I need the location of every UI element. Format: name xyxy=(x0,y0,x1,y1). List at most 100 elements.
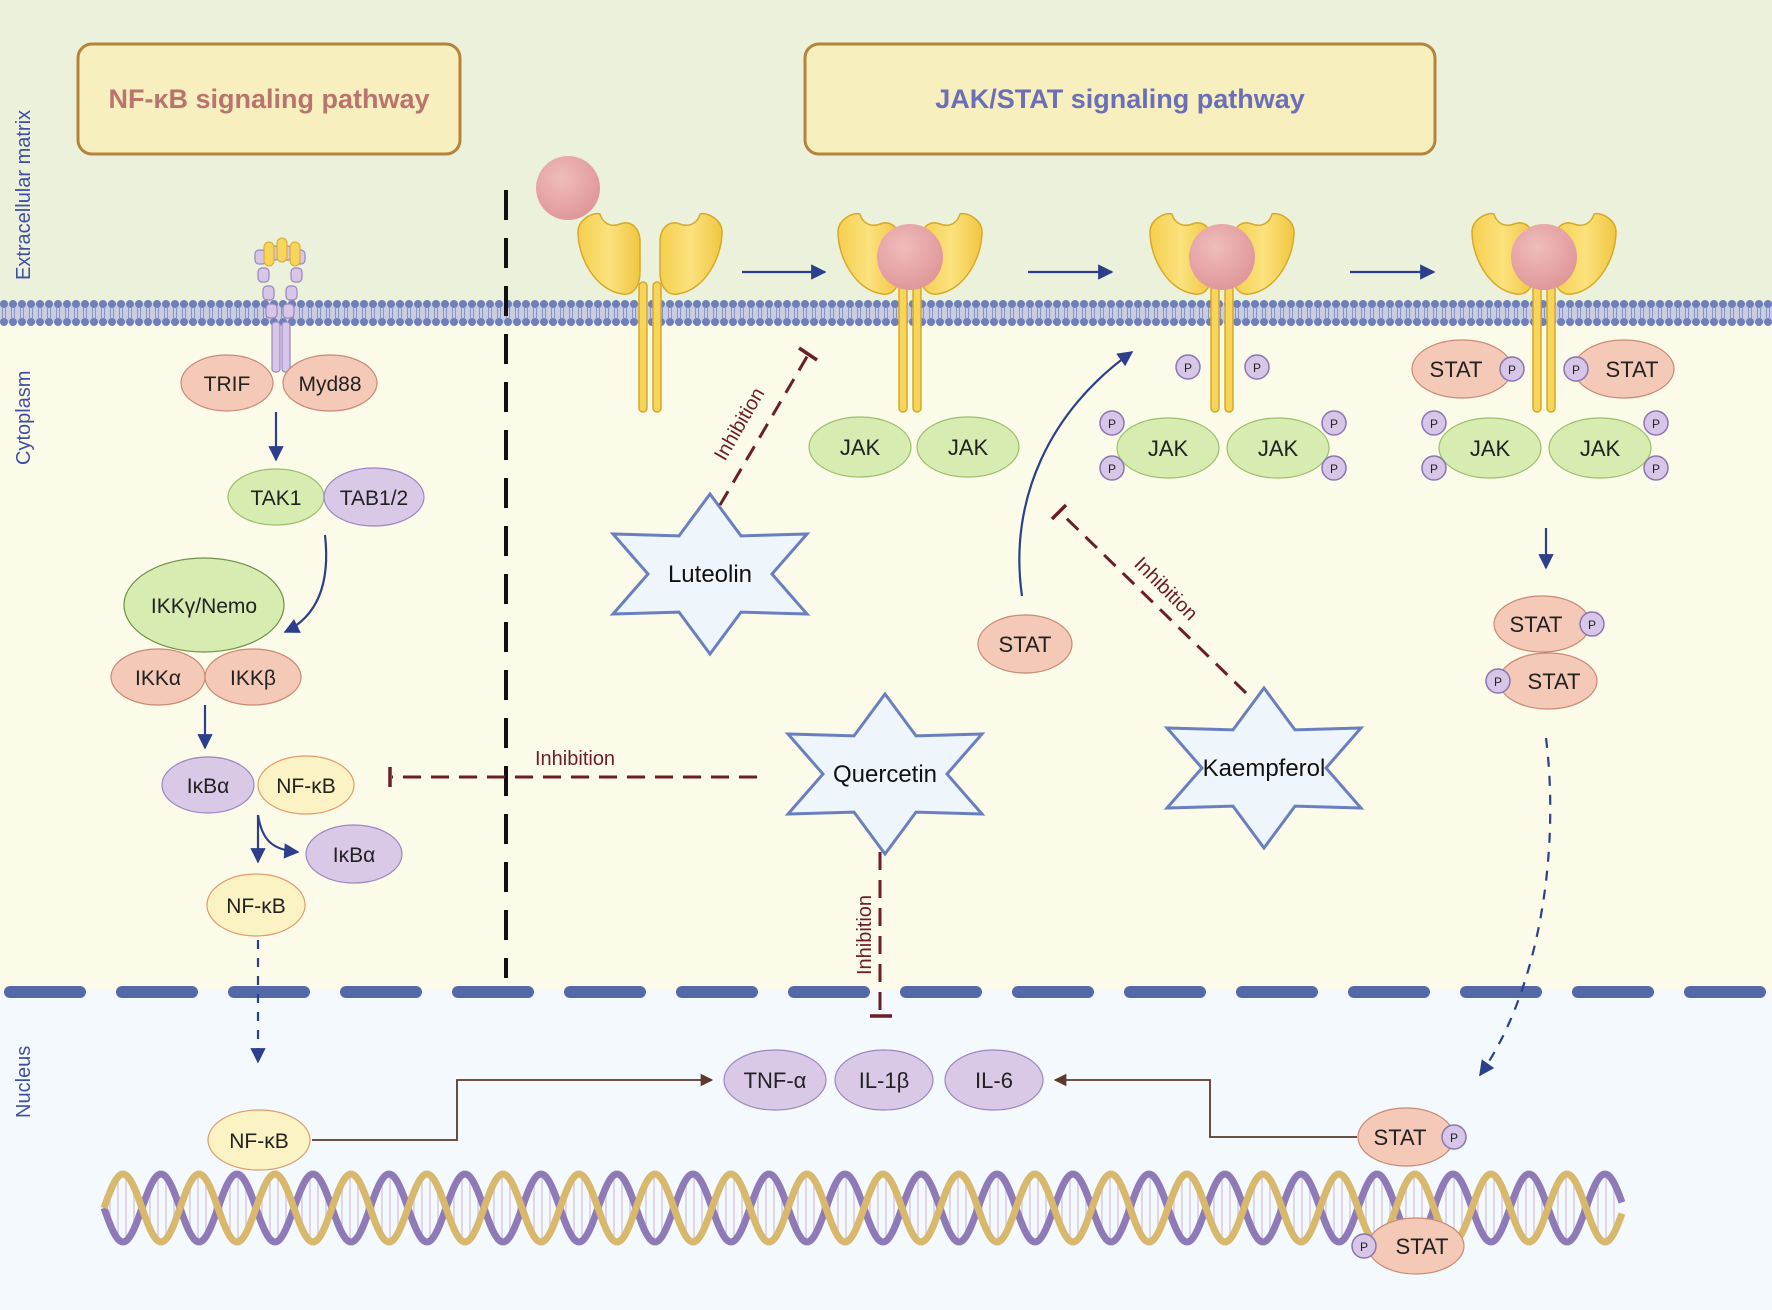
ligand-bound-2 xyxy=(1189,224,1255,290)
svg-text:P: P xyxy=(1108,462,1116,476)
svg-text:NF-κB: NF-κB xyxy=(229,1130,289,1153)
node-nfkb-complex: NF-κB xyxy=(257,755,355,815)
arrow-tab-ikk xyxy=(283,534,328,633)
compound-quercetin: Quercetin xyxy=(784,691,986,857)
inhibition-quercetin-nucleus: Inhibition xyxy=(854,852,892,1018)
svg-text:JAK: JAK xyxy=(1580,436,1621,461)
region-label-nucleus: Nucleus xyxy=(13,1046,35,1118)
svg-text:P: P xyxy=(1184,361,1192,375)
svg-text:P: P xyxy=(1494,675,1502,689)
svg-text:P: P xyxy=(1330,417,1338,431)
svg-text:P: P xyxy=(1508,363,1516,377)
svg-text:TAK1: TAK1 xyxy=(251,487,302,510)
svg-text:NF-κB: NF-κB xyxy=(226,895,286,918)
arrow-stat-recruit xyxy=(1018,351,1134,597)
svg-text:TNF-α: TNF-α xyxy=(744,1068,807,1093)
cytokine-il1b: IL-1β xyxy=(834,1049,934,1111)
svg-text:IKKγ/Nemo: IKKγ/Nemo xyxy=(151,595,257,618)
cytokine-tnf: TNF-α xyxy=(723,1049,827,1111)
stat-stage3-right: STAT xyxy=(1573,339,1675,399)
region-label-cytoplasm: Cytoplasm xyxy=(13,371,35,465)
svg-text:Luteolin: Luteolin xyxy=(668,561,752,588)
jak-stage1-left: JAK xyxy=(808,416,912,478)
svg-text:STAT: STAT xyxy=(999,632,1052,657)
ligand-bound-3 xyxy=(1511,224,1577,290)
node-ikkb: IKKβ xyxy=(204,648,302,706)
svg-text:IκBα: IκBα xyxy=(187,775,229,798)
svg-text:P: P xyxy=(1108,417,1116,431)
stat-stage3-left: STAT xyxy=(1411,339,1513,399)
node-nfkb-free: NF-κB xyxy=(206,873,306,937)
svg-text:Inhibition: Inhibition xyxy=(854,895,876,975)
node-ikkg-nemo: IKKγ/Nemo xyxy=(123,557,285,653)
svg-text:P: P xyxy=(1588,618,1596,632)
svg-text:IL-6: IL-6 xyxy=(975,1068,1013,1093)
svg-text:STAT: STAT xyxy=(1528,669,1581,694)
cytokine-il6: IL-6 xyxy=(944,1049,1044,1111)
svg-text:JAK: JAK xyxy=(948,435,989,460)
svg-text:P: P xyxy=(1430,417,1438,431)
svg-text:STAT: STAT xyxy=(1374,1125,1427,1150)
ligand-bound-1 xyxy=(877,224,943,290)
svg-text:IκBα: IκBα xyxy=(333,844,375,867)
svg-text:JAK: JAK xyxy=(840,435,881,460)
node-nfkb-nuclear: NF-κB xyxy=(207,1109,311,1171)
title-box-nfkb: NF-κB signaling pathway xyxy=(76,42,462,156)
svg-text:STAT: STAT xyxy=(1606,357,1659,382)
svg-text:JAK: JAK xyxy=(1258,436,1299,461)
phospho-group-stage2: P P P P P P xyxy=(1099,354,1347,481)
arrow-stat-translocation xyxy=(1479,737,1552,1077)
arrow-ikba-release xyxy=(256,814,300,859)
jak-stage2-right: JAK xyxy=(1226,417,1330,479)
svg-text:IL-1β: IL-1β xyxy=(859,1068,910,1093)
svg-text:P: P xyxy=(1253,361,1261,375)
phospho-group-stage3: P P P P P P xyxy=(1421,356,1669,481)
node-trif: TRIF xyxy=(180,354,274,412)
svg-text:P: P xyxy=(1572,363,1580,377)
stat-nuclear: STAT P xyxy=(1357,1107,1467,1167)
region-label-extracellular: Extracellular matrix xyxy=(13,110,35,280)
title-jakstat: JAK/STAT signaling pathway xyxy=(935,84,1305,114)
arrow-nfkb-transcription xyxy=(312,1073,714,1141)
stat-dna-bound: STAT P xyxy=(1351,1217,1465,1275)
node-tab12: TAB1/2 xyxy=(323,467,425,527)
node-myd88: Myd88 xyxy=(282,354,378,412)
svg-text:NF-κB: NF-κB xyxy=(276,775,336,798)
jak-stage3-right: JAK xyxy=(1548,417,1652,479)
stat-free: STAT xyxy=(977,614,1073,674)
svg-text:IKKα: IKKα xyxy=(135,667,181,690)
stat-dimer-bottom: STAT P xyxy=(1485,652,1598,710)
stat-dimer-top: STAT P xyxy=(1493,595,1605,653)
node-ikka: IKKα xyxy=(110,648,206,706)
arrow-stat-transcription xyxy=(1053,1073,1357,1138)
jak-stage1-right: JAK xyxy=(916,416,1020,478)
svg-text:P: P xyxy=(1360,1240,1368,1254)
svg-text:JAK: JAK xyxy=(1148,436,1189,461)
svg-text:P: P xyxy=(1330,462,1338,476)
svg-text:Kaempferol: Kaempferol xyxy=(1203,755,1326,782)
svg-text:Inhibition: Inhibition xyxy=(535,748,615,770)
ligand-free xyxy=(536,156,600,220)
tlr-receptor xyxy=(254,237,306,373)
svg-text:P: P xyxy=(1430,462,1438,476)
svg-text:JAK: JAK xyxy=(1470,436,1511,461)
svg-text:P: P xyxy=(1450,1131,1458,1145)
svg-text:Quercetin: Quercetin xyxy=(833,761,937,788)
inhibition-quercetin-nfkb: Inhibition xyxy=(388,748,757,787)
svg-text:STAT: STAT xyxy=(1396,1234,1449,1259)
title-nfkb: NF-κB signaling pathway xyxy=(108,84,429,114)
node-tak1: TAK1 xyxy=(227,468,325,526)
svg-text:Myd88: Myd88 xyxy=(298,373,361,396)
compound-luteolin: Luteolin xyxy=(609,491,811,657)
title-box-jakstat: JAK/STAT signaling pathway xyxy=(803,42,1437,156)
svg-text:TAB1/2: TAB1/2 xyxy=(340,487,408,510)
svg-text:IKKβ: IKKβ xyxy=(230,667,276,690)
jak-stage3-left: JAK xyxy=(1438,417,1542,479)
svg-text:STAT: STAT xyxy=(1430,357,1483,382)
svg-text:TRIF: TRIF xyxy=(204,373,251,396)
svg-text:P: P xyxy=(1652,417,1660,431)
compound-kaempferol: Kaempferol xyxy=(1163,685,1365,851)
svg-text:STAT: STAT xyxy=(1510,612,1563,637)
